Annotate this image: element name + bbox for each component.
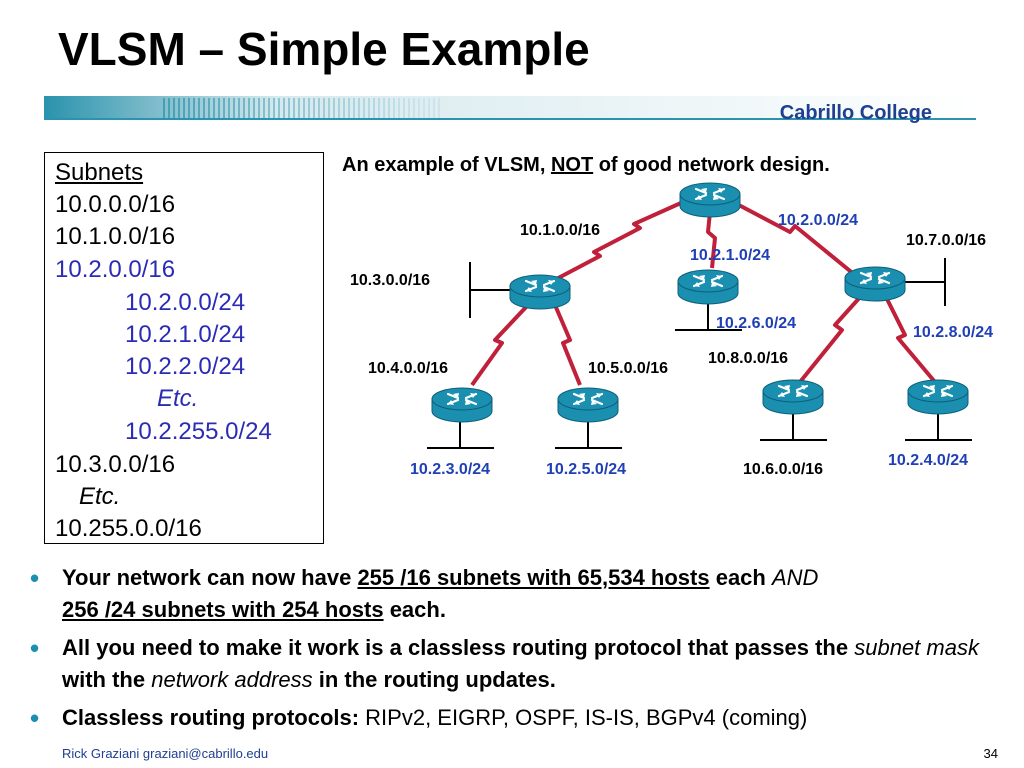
network-label: 10.2.8.0/24 (913, 324, 994, 341)
bullet-text: All you need to make it work is a classl… (62, 635, 855, 660)
wan-link (734, 201, 857, 277)
subnet-line: 10.2.0.0/24 (125, 289, 246, 316)
network-label: 10.5.0.0/16 (588, 360, 669, 377)
routers (431, 182, 969, 423)
subnet-line: 10.1.0.0/16 (55, 223, 176, 250)
ethernet-segments (427, 258, 972, 449)
bullet-italic: network address (151, 667, 313, 692)
bullet-underlined: 255 /16 subnets with 65,534 hosts (357, 565, 710, 590)
bullet-text: each (709, 565, 772, 590)
bullet-dot: • (30, 703, 40, 733)
router-icon (844, 266, 906, 302)
caption-emphasis: NOT (550, 154, 594, 176)
bullet-text: Your network can now have (62, 565, 358, 590)
subnet-line: 10.3.0.0/16 (55, 451, 176, 478)
network-label: 10.2.0.0/24 (778, 212, 859, 229)
header-bar (44, 96, 976, 120)
page-number: 34 (983, 746, 998, 761)
network-label: 10.3.0.0/16 (350, 272, 431, 289)
subnets-list-box: Subnets 10.0.0.0/16 10.1.0.0/16 10.2.0.0… (44, 152, 324, 544)
router-icon (431, 387, 493, 423)
network-label: 10.4.0.0/16 (368, 360, 449, 377)
network-label: 10.6.0.0/16 (743, 461, 824, 478)
network-label: 10.1.0.0/16 (520, 222, 601, 239)
network-label: 10.2.5.0/24 (546, 461, 627, 478)
bullet-item: • All you need to make it work is a class… (30, 632, 1010, 696)
diagram-caption: An example of VLSM, NOT of good network … (342, 154, 830, 177)
slide-title: VLSM – Simple Example (58, 23, 590, 75)
wan-link (544, 196, 693, 287)
bullet-text: in the routing updates. (312, 667, 556, 692)
bullet-text: Classless routing protocols: (62, 705, 366, 730)
wan-link (798, 293, 864, 384)
network-label: 10.2.3.0/24 (410, 461, 491, 478)
wan-links (470, 196, 937, 387)
router-icon (679, 182, 741, 218)
caption-text: An example of VLSM, (342, 154, 551, 176)
bullet-text: with the (62, 667, 152, 692)
bullet-italic: subnet mask (854, 635, 979, 660)
caption-text: of good network design. (593, 154, 830, 176)
network-label: 10.2.6.0/24 (716, 315, 797, 332)
brand-name: Cabrillo College (779, 102, 932, 124)
bullet-dot: • (30, 633, 40, 663)
subnet-line: 10.0.0.0/16 (55, 191, 176, 218)
wan-link (470, 303, 530, 387)
bullet-list: • Your network can now have 255 /16 subne… (30, 562, 1010, 740)
subnet-line: 10.2.1.0/24 (125, 321, 246, 348)
network-label: 10.2.1.0/24 (690, 247, 771, 264)
subnets-heading: Subnets (55, 159, 144, 186)
bullet-item: • Your network can now have 255 /16 subne… (30, 562, 1010, 626)
subnet-line: Etc. (79, 483, 121, 510)
wan-link (553, 304, 582, 386)
subnet-line: 10.2.2.0/24 (125, 353, 246, 380)
bullet-underlined: 256 /24 subnets with 254 hosts (62, 597, 384, 622)
subnet-line: Etc. (157, 385, 199, 412)
bullet-italic: AND (771, 565, 819, 590)
router-icon (762, 379, 824, 415)
network-label: 10.2.4.0/24 (888, 452, 969, 469)
network-label: 10.7.0.0/16 (906, 232, 987, 249)
subnet-line: 10.255.0.0/16 (55, 515, 202, 542)
footer-author: Rick Graziani graziani@cabrillo.edu (62, 746, 269, 761)
wan-link (706, 211, 717, 269)
router-icon (907, 379, 969, 415)
router-icon (557, 387, 619, 423)
subnet-line: 10.2.0.0/16 (55, 256, 176, 283)
bullet-text: RIPv2, EIGRP, OSPF, IS-IS, BGPv4 (coming… (365, 705, 808, 730)
bullet-dot: • (30, 563, 40, 593)
subnet-line: 10.2.255.0/24 (125, 418, 272, 445)
router-icon (509, 274, 571, 310)
bullet-text: each. (383, 597, 446, 622)
router-icon (677, 269, 739, 305)
wan-link (883, 294, 937, 384)
network-label: 10.8.0.0/16 (708, 350, 789, 367)
bullet-item: • Classless routing protocols: RIPv2, EIG… (30, 702, 1010, 734)
